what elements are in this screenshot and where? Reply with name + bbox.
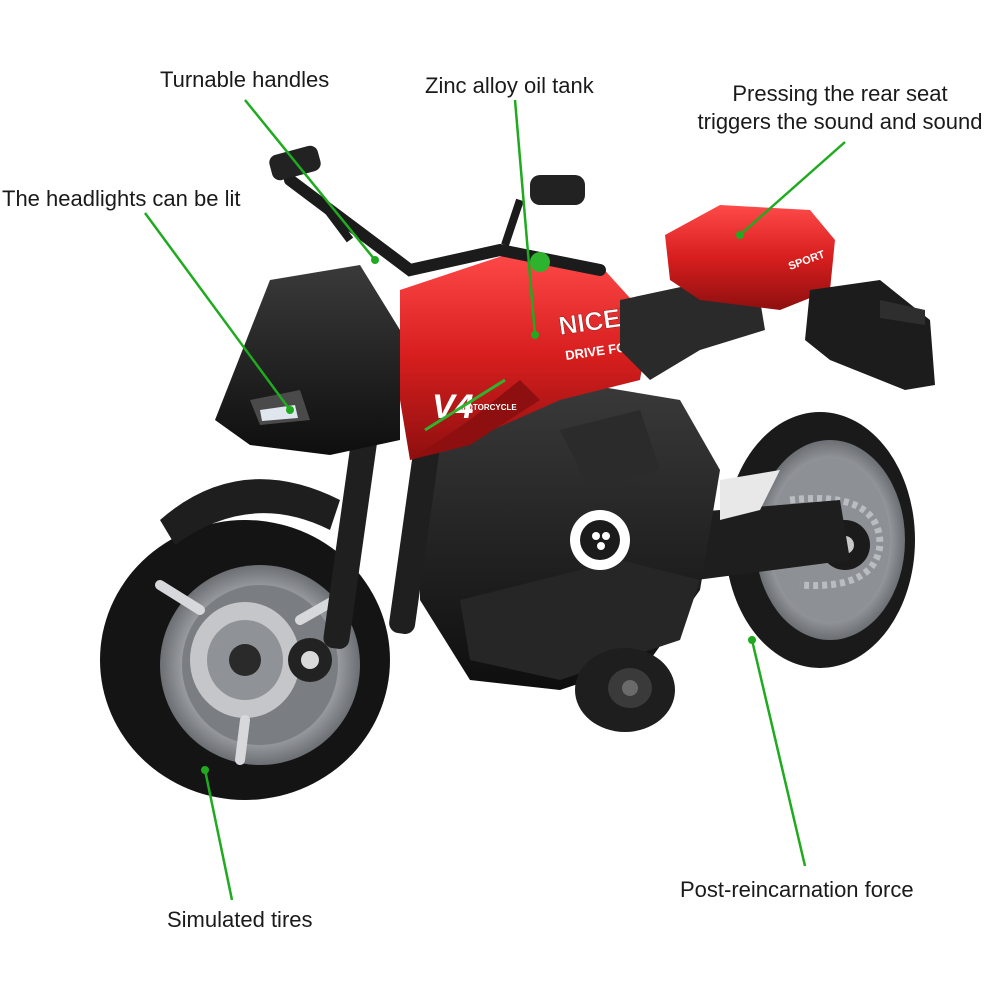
callout-lines [143, 99, 846, 901]
label-rear-seat-sound: Pressing the rear seat triggers the soun… [680, 80, 1000, 136]
pullback-wheel [575, 648, 675, 732]
front-wheel [100, 520, 390, 800]
swing-arm-highlight [720, 470, 780, 520]
fuel-tank: NICEY DRIVE FORCE V4 MOTORCYCLE [400, 250, 655, 460]
license-plate [805, 280, 935, 390]
label-simulated-tires: Simulated tires [167, 907, 313, 932]
label-post-reincarnation-force: Post-reincarnation force [680, 877, 914, 902]
label-rear-seat-line1: Pressing the rear seat [732, 81, 948, 106]
callout-line-tires [203, 769, 234, 901]
callout-dots [201, 231, 756, 774]
label-zinc-alloy-oil-tank: Zinc alloy oil tank [425, 73, 594, 98]
label-headlights: The headlights can be lit [2, 186, 241, 211]
front-fender [160, 479, 340, 545]
seat: SPORT [620, 205, 835, 380]
side-sub-text: MOTORCYCLE [460, 403, 517, 412]
headlight-fairing [215, 265, 400, 455]
callout-line-seat [739, 141, 846, 236]
label-rear-seat-line2: triggers the sound and sound [697, 109, 983, 134]
callout-line-handles [244, 99, 376, 261]
callout-line-tank [513, 99, 537, 336]
callout-line-headlights [143, 212, 292, 411]
handlebars [269, 145, 606, 277]
callout-line-force [750, 639, 807, 867]
label-turnable-handles: Turnable handles [160, 67, 330, 92]
